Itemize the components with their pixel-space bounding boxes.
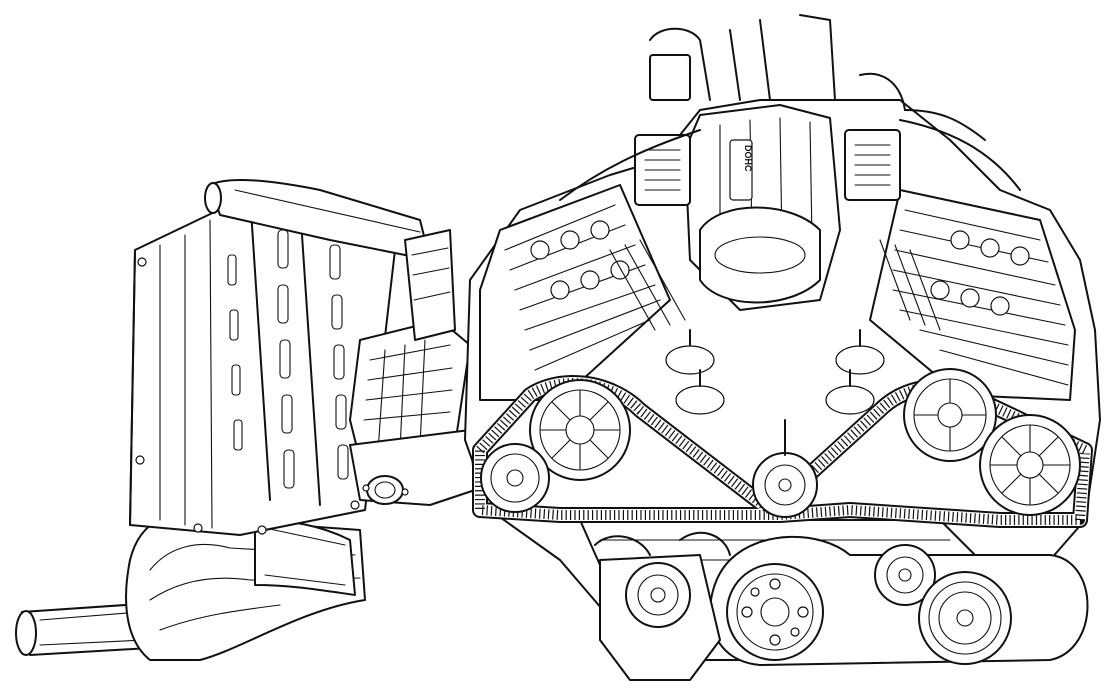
right-cam-pulley bbox=[903, 368, 997, 462]
hose-lines bbox=[559, 14, 1021, 201]
exhaust-flange-pipe bbox=[349, 429, 476, 506]
exhaust-system bbox=[15, 179, 476, 661]
idler-pulley bbox=[874, 544, 936, 606]
catalytic-converter bbox=[349, 229, 471, 461]
intake-label: DOHC bbox=[743, 145, 753, 172]
alternator bbox=[599, 554, 721, 681]
left-lower-pulley bbox=[480, 443, 550, 513]
intake-plenum: DOHC bbox=[684, 104, 841, 311]
left-cam-pulley bbox=[529, 379, 631, 481]
valve-springs bbox=[609, 239, 941, 415]
tensioner-pulley bbox=[752, 419, 818, 518]
left-cylinder-head bbox=[479, 184, 671, 401]
right-lower-pulley bbox=[979, 414, 1081, 516]
ignition-coils bbox=[634, 129, 901, 206]
crankshaft-pulley bbox=[726, 563, 824, 661]
timing-belt-system bbox=[472, 368, 1093, 528]
muffler-canister bbox=[129, 194, 396, 536]
accessory-drive bbox=[594, 531, 1089, 681]
right-cylinder-head bbox=[869, 189, 1076, 401]
compressor-pulley bbox=[918, 571, 1012, 665]
exhaust-downpipes bbox=[125, 513, 366, 661]
